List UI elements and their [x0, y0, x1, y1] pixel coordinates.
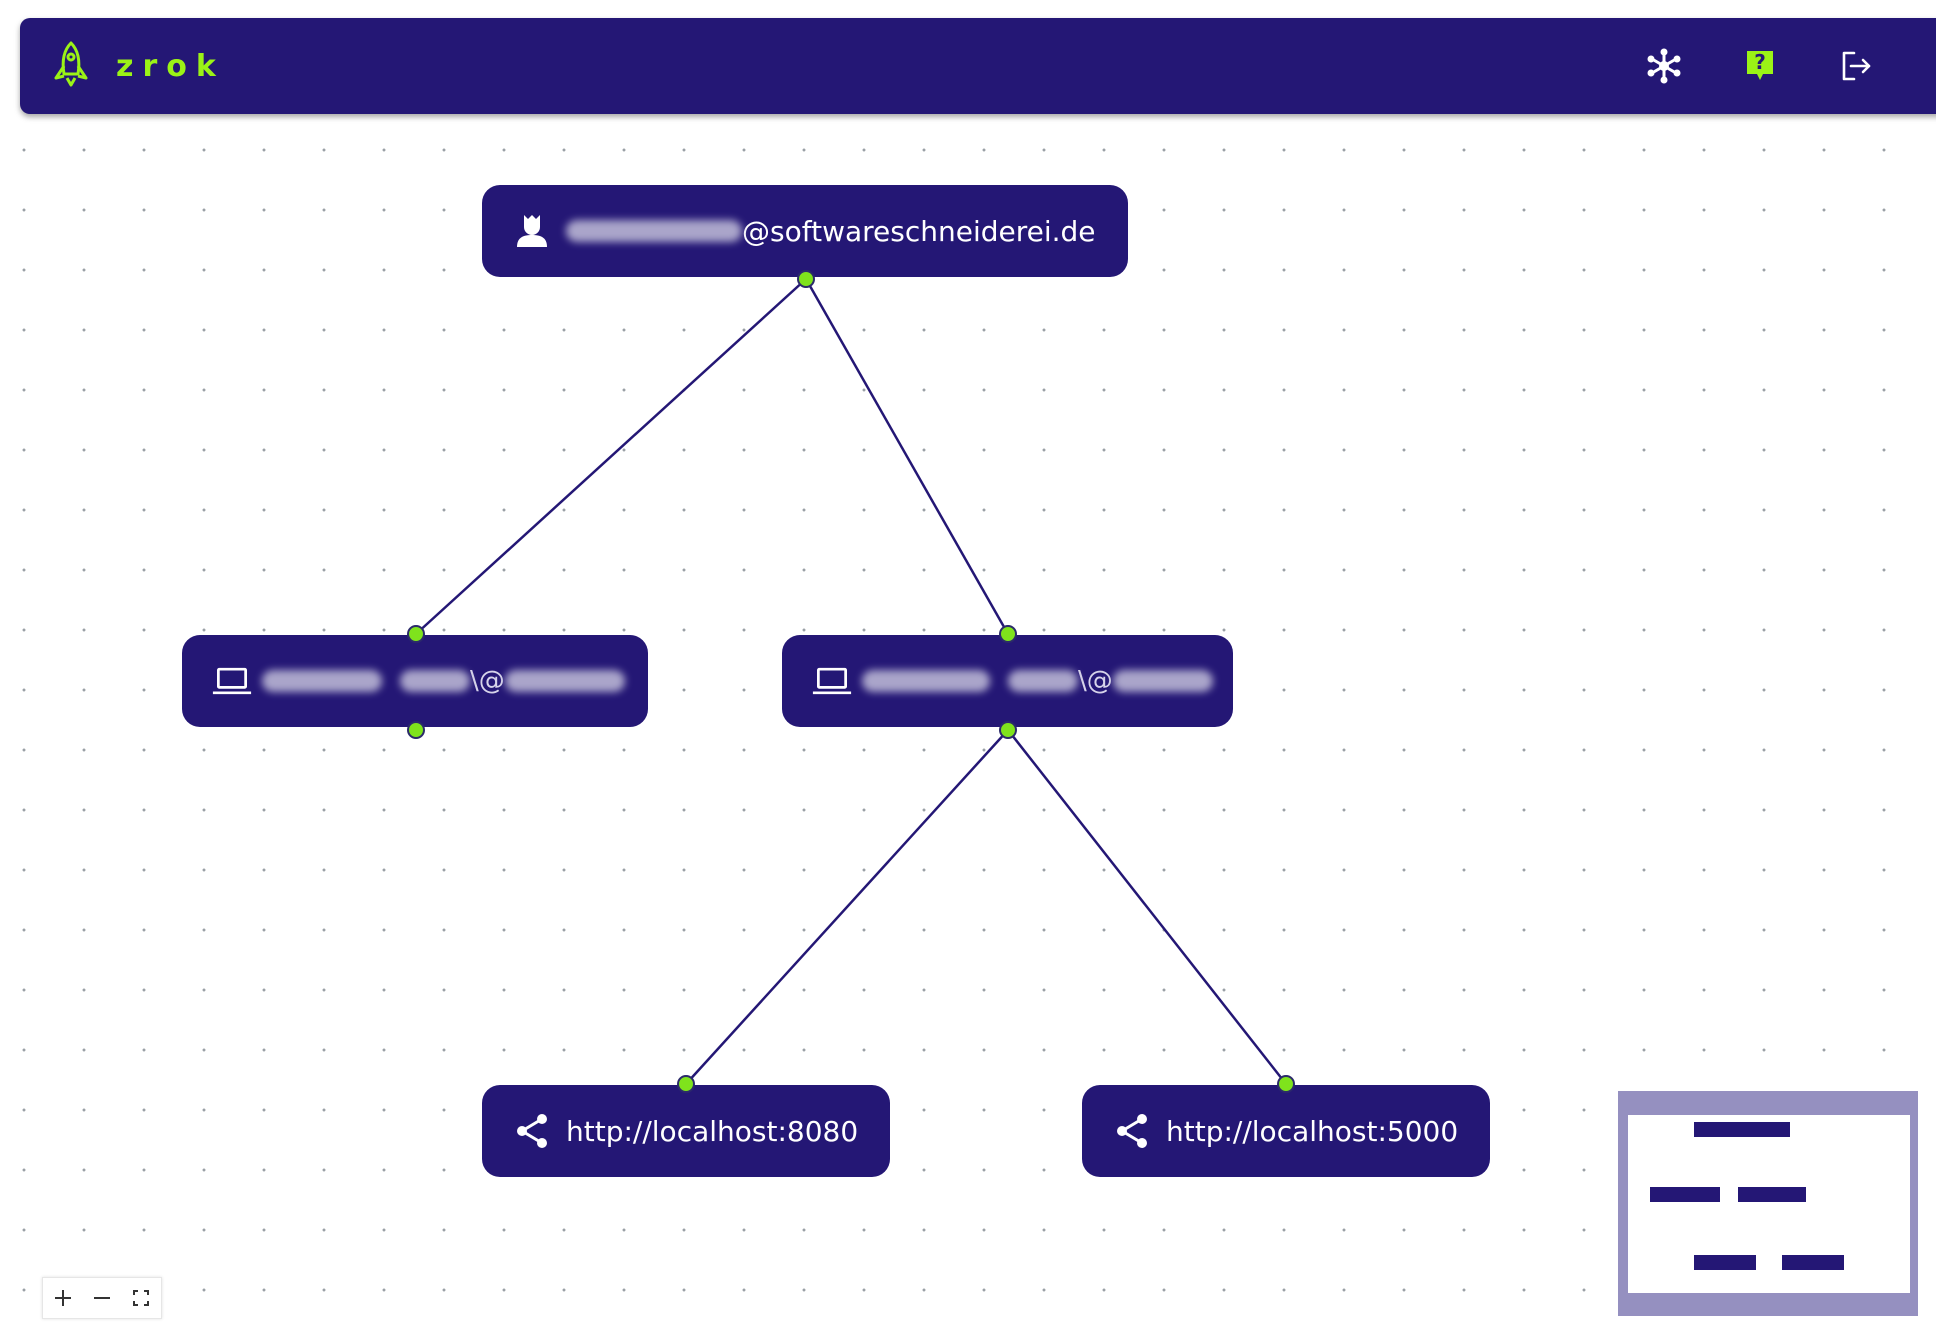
navbar: zrok ? — [20, 18, 1936, 114]
zoom-controls — [42, 1277, 162, 1319]
network-icon[interactable] — [1644, 46, 1684, 86]
redacted-machine — [504, 670, 625, 692]
help-icon[interactable]: ? — [1740, 46, 1780, 86]
redacted-machine — [1112, 670, 1213, 692]
minimap-viewport — [1628, 1115, 1910, 1293]
svg-text:?: ? — [1754, 50, 1766, 74]
environment-separator: \@ — [470, 666, 505, 696]
account-email-domain: @softwareschneiderei.de — [742, 214, 1096, 248]
redacted-host — [262, 670, 382, 692]
laptop-icon — [812, 661, 852, 701]
edge-env2-share1 — [685, 729, 1009, 1085]
share-node[interactable]: http://localhost:5000 — [1082, 1085, 1490, 1177]
edge-env2-share2 — [1007, 729, 1287, 1085]
laptop-icon — [212, 661, 252, 701]
handle-account-source[interactable] — [797, 270, 815, 288]
share-icon — [1112, 1111, 1152, 1151]
fit-view-button[interactable] — [125, 1282, 157, 1314]
environment-separator: \@ — [1078, 666, 1113, 696]
zoom-in-button[interactable] — [47, 1282, 79, 1314]
handle-share1-target[interactable] — [677, 1075, 695, 1093]
handle-env2-target[interactable] — [999, 625, 1017, 643]
zoom-out-button[interactable] — [86, 1282, 118, 1314]
minimap-node — [1650, 1187, 1720, 1202]
handle-env2-source[interactable] — [999, 721, 1017, 739]
redacted-user — [1008, 670, 1078, 692]
share-node[interactable]: http://localhost:8080 — [482, 1085, 890, 1177]
handle-env1-source[interactable] — [407, 721, 425, 739]
user-icon — [512, 211, 552, 251]
logout-icon[interactable] — [1836, 46, 1876, 86]
minimap-node — [1694, 1122, 1790, 1137]
redacted-host — [862, 670, 990, 692]
environment-node[interactable]: \@ — [782, 635, 1233, 727]
edge-account-env1 — [415, 278, 807, 635]
redacted-username — [566, 220, 742, 242]
share-icon — [512, 1111, 552, 1151]
environment-node[interactable]: \@ — [182, 635, 648, 727]
handle-env1-target[interactable] — [407, 625, 425, 643]
minimap-node — [1694, 1255, 1756, 1270]
minimap-node — [1782, 1255, 1844, 1270]
edge-account-env2 — [804, 278, 1010, 635]
brand[interactable]: zrok — [52, 40, 225, 93]
account-node[interactable]: @softwareschneiderei.de — [482, 185, 1128, 277]
share-url: http://localhost:5000 — [1166, 1114, 1459, 1148]
brand-name: zrok — [116, 48, 225, 84]
share-url: http://localhost:8080 — [566, 1114, 859, 1148]
redacted-user — [400, 670, 470, 692]
minimap[interactable] — [1618, 1091, 1918, 1316]
handle-share2-target[interactable] — [1277, 1075, 1295, 1093]
rocket-icon — [52, 40, 90, 93]
minimap-node — [1738, 1187, 1806, 1202]
